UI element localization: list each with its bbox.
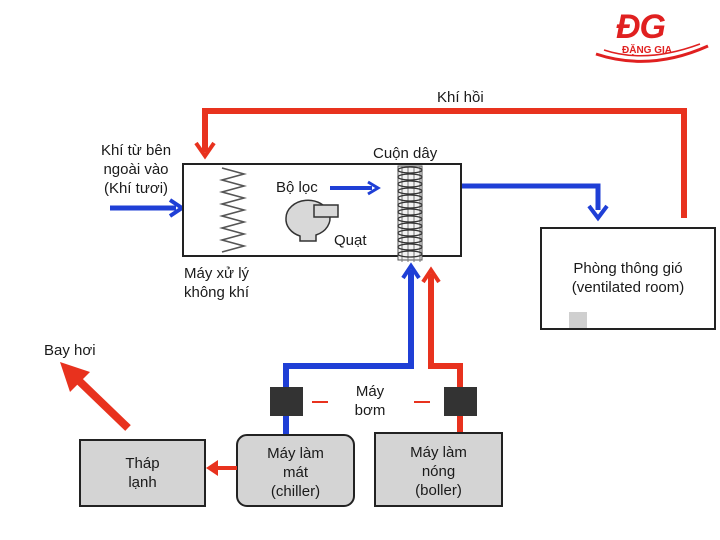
pump-line-2: bơm: [354, 402, 386, 419]
coil-label: Cuộn dây: [373, 145, 438, 162]
chiller-line-1: Máy làm: [267, 445, 324, 462]
room-label: Phòng thông gió (ventilated room): [541, 259, 715, 297]
coil-loop: [397, 229, 423, 237]
pump-icon-right: [444, 387, 477, 416]
pump-line-1: Máy: [355, 383, 385, 400]
boiler-label: Máy làm nóng (boller): [375, 443, 502, 500]
evaporation-arrow: [71, 373, 131, 431]
boiler-line-2: nóng: [421, 463, 456, 480]
chiller-to-tower-arrowhead: [206, 460, 218, 476]
logo-brand: ĐẶNG GIA: [622, 45, 672, 56]
outside-air-label: Khí từ bên ngoài vào (Khí tươi): [80, 141, 192, 198]
boiler-line-3: (boller): [415, 482, 462, 499]
chiller-label: Máy làm mát (chiller): [237, 444, 354, 501]
coil-loop: [397, 166, 423, 174]
pump-icon-left: [270, 387, 303, 416]
supply-air-duct: [462, 183, 601, 210]
ahu-line-2: không khí: [184, 284, 250, 301]
filter-label: Bộ lọc: [276, 179, 318, 196]
evaporation-arrowhead: [60, 362, 90, 392]
boiler: [374, 432, 503, 507]
tower-line-1: Tháp: [125, 455, 160, 472]
fan-icon: [285, 199, 339, 242]
room-line-2: (ventilated room): [571, 279, 685, 296]
coil-loop: [397, 243, 423, 251]
outside-air-line-2: ngoài vào: [103, 161, 169, 178]
filter-zigzag-icon: [218, 167, 248, 253]
coil-loop: [397, 208, 423, 216]
ahu-line-1: Máy xử lý: [184, 265, 250, 282]
coil-loop: [397, 222, 423, 230]
coil-loop: [397, 201, 423, 209]
coil-loop: [397, 194, 423, 202]
ahu-label: Máy xử lý không khí: [184, 264, 249, 302]
boiler-line-1: Máy làm: [410, 444, 467, 461]
evaporation-label: Bay hơi: [44, 342, 96, 359]
outside-air-line-3: (Khí tươi): [103, 180, 169, 197]
room-vent: [569, 312, 587, 328]
logo-swoosh-icon: [595, 43, 709, 63]
chiller: [236, 434, 355, 507]
supply-air-arrowhead: [587, 204, 609, 222]
coil-loop: [397, 215, 423, 223]
coil-loop: [397, 173, 423, 181]
coil-loop: [397, 180, 423, 188]
chiller-line-3: (chiller): [270, 483, 321, 500]
return-air-duct: [202, 108, 687, 218]
dang-gia-logo: ĐG ĐẶNG GIA: [590, 6, 714, 76]
coil-loop: [397, 187, 423, 195]
chilled-water-arrowhead: [401, 262, 421, 280]
coil-icon: [397, 165, 423, 262]
return-air-label: Khí hồi: [437, 89, 484, 106]
hot-water-arrowhead: [421, 266, 441, 284]
pump-label: Máy bơm: [330, 382, 410, 420]
inner-airflow-arrowhead: [367, 180, 381, 196]
logo-mark: ĐG: [616, 8, 666, 46]
room-line-1: Phòng thông gió: [573, 260, 683, 277]
coil-loop: [397, 250, 423, 258]
fan-label: Quạt: [334, 232, 367, 249]
cooling-tower: [79, 439, 206, 507]
tower-line-2: lạnh: [128, 474, 157, 491]
coil-loop: [397, 236, 423, 244]
cooling-tower-label: Tháp lạnh: [80, 454, 205, 492]
chiller-line-2: mát: [282, 464, 308, 481]
return-air-arrowhead: [194, 141, 216, 160]
outside-air-line-1: Khí từ bên: [100, 142, 172, 159]
